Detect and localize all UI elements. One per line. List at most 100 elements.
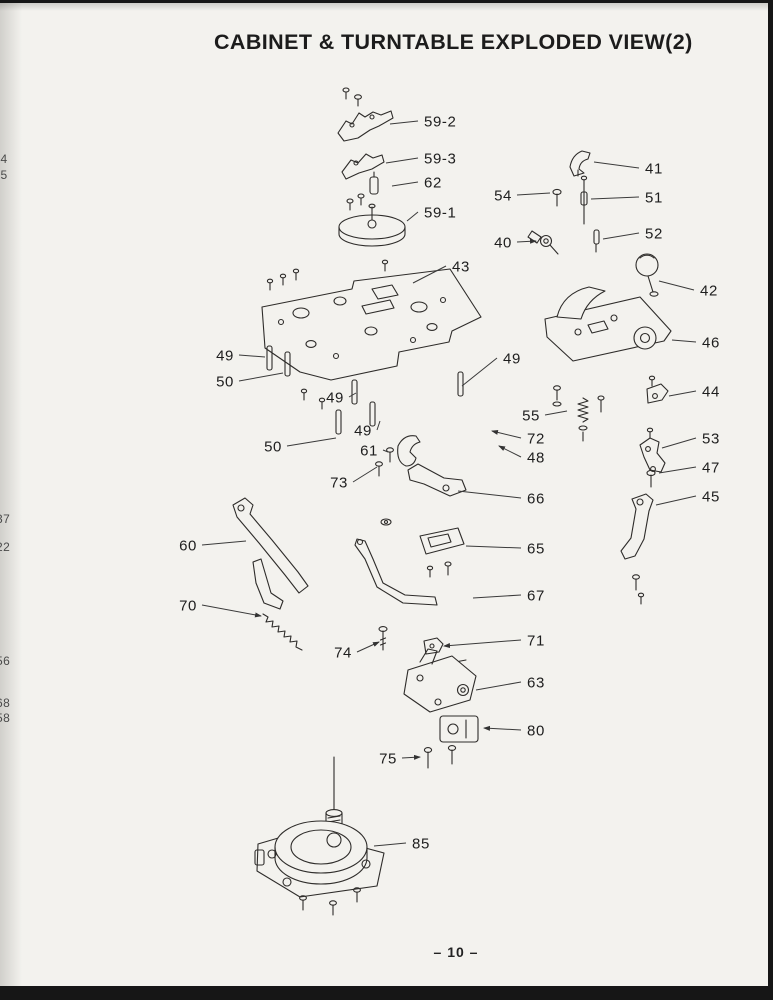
callout-85: 85 (412, 835, 430, 852)
part-67-lever (354, 538, 438, 606)
callout-50: 50 (216, 373, 234, 390)
callout-50: 50 (264, 438, 282, 455)
leader-line-46 (671, 339, 697, 343)
callout-48: 48 (527, 449, 545, 466)
callout-74: 74 (334, 644, 352, 661)
part-59-1-screws (346, 193, 365, 211)
part-top-screws (342, 87, 362, 107)
leader-line-44 (668, 390, 697, 397)
leader-line-73 (352, 466, 378, 483)
leader-line-59-3 (385, 157, 419, 164)
callout-53: 53 (702, 430, 720, 447)
part-44-bracket (646, 375, 669, 404)
leader-line-50 (286, 437, 337, 447)
callout-75: 75 (379, 750, 397, 767)
leader-line-75 (401, 754, 421, 760)
callout-52: 52 (645, 225, 663, 242)
edge-fragment: 68 (0, 696, 11, 710)
leader-line-51 (590, 196, 640, 200)
leader-line-66 (457, 490, 522, 499)
leader-line-54 (516, 192, 551, 196)
callout-63: 63 (527, 674, 545, 691)
part-59-2-bracket (337, 110, 394, 142)
callout-49: 49 (503, 350, 521, 367)
leader-line-52 (602, 232, 640, 240)
edge-fragment: 56 (0, 654, 11, 668)
leader-line-65 (465, 545, 522, 549)
callout-44: 44 (702, 383, 720, 400)
edge-fragment: -5 (0, 168, 8, 182)
callout-49: 49 (354, 422, 372, 439)
callout-61: 61 (360, 442, 378, 459)
part-40-eyelet (527, 230, 559, 255)
leader-line-53 (661, 437, 697, 449)
part-63-bracket (403, 648, 477, 713)
leader-line-55 (544, 410, 568, 416)
leader-line-67 (472, 594, 522, 599)
leader-line-71 (443, 639, 522, 649)
page-number: – 10 – (433, 944, 479, 960)
callout-73: 73 (330, 474, 348, 491)
part-41-lever (569, 150, 591, 177)
leader-line-63 (475, 681, 522, 691)
callout-65: 65 (527, 540, 545, 557)
part-60-lever (232, 497, 309, 610)
edge-fragment: 37 (0, 512, 11, 526)
leader-line-72 (491, 429, 522, 439)
page-title: CABINET & TURNTABLE EXPLODED VIEW(2) (214, 30, 693, 54)
part-75-screws (423, 745, 457, 769)
leader-line-49 (376, 420, 381, 431)
part-standoff-pins (266, 345, 464, 435)
part-43-main-plate (261, 268, 482, 381)
part-47-screw (646, 469, 656, 488)
part-52-pin (593, 229, 600, 253)
leader-line-49 (348, 392, 357, 398)
leader-line-60 (201, 540, 247, 546)
edge-fragment: 22 (0, 540, 11, 554)
leader-line-48 (498, 445, 522, 458)
part-85-motor (254, 756, 385, 916)
part-53-lever (639, 427, 666, 473)
leader-line-50 (238, 372, 284, 382)
leader-line-59-1 (406, 211, 419, 222)
part-62-spacer (369, 171, 379, 195)
callout-80: 80 (527, 722, 545, 739)
edge-fragment: -4 (0, 152, 8, 166)
callout-40: 40 (494, 234, 512, 251)
leader-line-43 (412, 265, 447, 284)
part-46-plate (544, 286, 672, 362)
part-65-bracket (419, 527, 465, 576)
part-74-screw (378, 626, 388, 651)
callout-54: 54 (494, 187, 512, 204)
callout-46: 46 (702, 334, 720, 351)
leader-line-45 (655, 495, 697, 506)
leader-line-40 (516, 238, 537, 244)
callout-59-2: 59-2 (424, 113, 456, 130)
leader-line-41 (593, 161, 640, 169)
leader-line-74 (356, 641, 380, 653)
part-55-spring-group (552, 385, 605, 442)
part-73-screw (375, 461, 383, 477)
callout-45: 45 (702, 488, 720, 505)
callout-49: 49 (216, 347, 234, 364)
part-59-3-bracket (341, 153, 385, 180)
leader-line-62 (391, 181, 419, 187)
leader-line-61 (382, 449, 389, 453)
part-70-spring (262, 613, 303, 651)
part-drawings (232, 87, 672, 916)
callout-66: 66 (527, 490, 545, 507)
callout-60: 60 (179, 537, 197, 554)
part-54-screw (552, 188, 562, 207)
part-45-lever (620, 493, 654, 605)
leader-line-49 (238, 354, 266, 358)
part-51-shaft (580, 175, 588, 225)
callout-67: 67 (527, 587, 545, 604)
callout-41: 41 (645, 160, 663, 177)
leader-line-49 (461, 357, 498, 387)
callout-59-1: 59-1 (424, 204, 456, 221)
callout-43: 43 (452, 258, 470, 275)
callout-62: 62 (424, 174, 442, 191)
callout-42: 42 (700, 282, 718, 299)
callout-71: 71 (527, 632, 545, 649)
